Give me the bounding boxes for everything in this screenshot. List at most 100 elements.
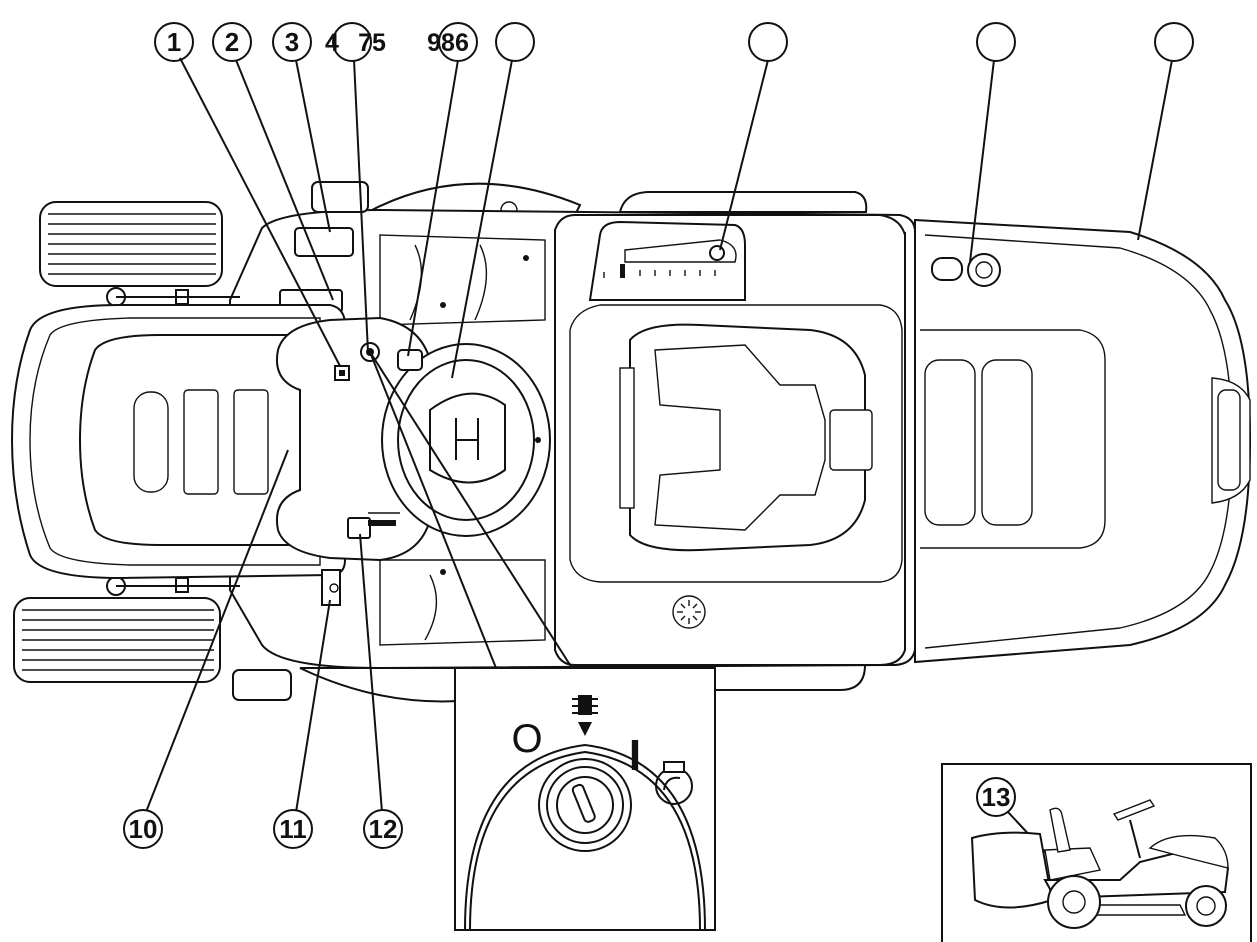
grille-slot — [1217, 389, 1241, 491]
side-view-inset-frame — [941, 763, 1252, 942]
side-seat-base — [1044, 847, 1102, 881]
leader-lines — [145, 57, 1173, 813]
cutting-height-ticks — [603, 264, 716, 278]
rear-fender-top — [618, 191, 868, 213]
callout-label-3: 3 — [285, 27, 299, 57]
ignition-inset-arc — [464, 743, 706, 931]
side-rear-hub — [1062, 890, 1086, 914]
collector-vent-2 — [183, 389, 219, 495]
callout-label-12: 12 — [369, 814, 398, 844]
leader-1 — [179, 57, 341, 367]
side-panel-upper-curve-b — [474, 244, 488, 321]
ray-7 — [692, 603, 698, 609]
choke-knob — [931, 257, 963, 281]
detail-pointer-right — [369, 351, 573, 669]
rear-wheel-bottom-tread — [22, 609, 214, 671]
callout-label-13: 13 — [982, 782, 1011, 812]
ray-8 — [680, 615, 686, 621]
side-panel-lower — [379, 559, 546, 646]
leader-10 — [145, 449, 289, 813]
throttle-lever — [347, 517, 371, 539]
collector-vent-3 — [233, 389, 269, 495]
side-collector — [970, 831, 1054, 909]
start-icon-arrow — [663, 776, 681, 791]
callout-label-10: 10 — [129, 814, 158, 844]
steering-hub — [429, 392, 506, 484]
cutting-height-slot — [624, 239, 737, 263]
side-panel-upper — [379, 234, 546, 326]
foot-vent-rays — [677, 600, 701, 624]
seat-panel — [276, 316, 431, 562]
callout-label-4: 4 — [325, 29, 339, 57]
callout-circle-4-bg — [332, 22, 372, 62]
gear-lever-knob — [329, 583, 339, 593]
screw-lower — [440, 569, 446, 575]
callout-label-1: 1 — [167, 27, 181, 57]
leader-empty-d — [1137, 59, 1173, 241]
callout-circle-empty-c — [976, 22, 1016, 62]
pedal-clip — [829, 409, 873, 471]
collector-vent-1 — [133, 391, 169, 493]
ignition-detail-inset: O I — [454, 667, 716, 931]
leader-empty-c — [969, 59, 995, 263]
ignition-headlight-icon — [572, 695, 598, 736]
callout-circle-12 — [363, 809, 403, 849]
leader-2 — [235, 59, 334, 301]
fuel-cap-inner — [975, 261, 993, 279]
rear-bump-bottom — [232, 669, 292, 701]
callout-circle-3 — [272, 22, 312, 62]
hood-vent-right — [981, 359, 1033, 526]
headlight-icon-arrow — [578, 722, 592, 736]
leader-empty-b — [719, 59, 769, 251]
leader-11 — [295, 599, 331, 813]
callout-circle-empty-b — [748, 22, 788, 62]
leader-12 — [359, 533, 383, 813]
callout-circle-11 — [273, 809, 313, 849]
ignition-off-mark: O — [511, 717, 542, 761]
screw-upper-right — [523, 255, 529, 261]
rear-wheel-top-tread — [48, 213, 216, 275]
callout-circle-empty-d — [1154, 22, 1194, 62]
callout-circle-1 — [154, 22, 194, 62]
leader-empty-a — [451, 59, 513, 379]
ignition-start-icon — [655, 761, 693, 805]
top-callouts: 1 2 3 4 75 986 — [154, 22, 1194, 62]
cutting-height-lever — [709, 245, 725, 261]
callout-circle-empty-a — [495, 22, 535, 62]
side-panel-lower-curve — [424, 574, 438, 641]
foot-platform-inner — [569, 304, 903, 583]
ignition-key-slot — [571, 783, 596, 823]
pedal-edge — [619, 367, 635, 509]
grass-collector-rim — [29, 317, 321, 566]
callout-label-2: 2 — [225, 27, 239, 57]
callout-label-75: 75 — [358, 29, 386, 57]
ray-5 — [680, 603, 686, 609]
leader-4 — [353, 59, 369, 353]
bottom-callouts: 10 11 12 — [123, 809, 403, 849]
steering-bolt — [535, 437, 541, 443]
callout-circle-10 — [123, 809, 163, 849]
callout-label-986: 986 — [427, 29, 469, 57]
grass-chute-upper — [294, 227, 354, 257]
callout-circle-2 — [212, 22, 252, 62]
side-steering-column — [1129, 819, 1141, 859]
side-view-inset: 13 — [941, 763, 1252, 942]
ignition-on-mark: I — [629, 731, 641, 780]
screw-upper-left — [440, 302, 446, 308]
cruise-switch-mark — [339, 370, 345, 376]
throttle-gauge — [368, 520, 396, 526]
ray-6 — [692, 615, 698, 621]
leader-986 — [407, 59, 459, 357]
side-seat-back — [1049, 807, 1071, 853]
side-hood — [1148, 834, 1229, 869]
side-steering-wheel — [1112, 799, 1156, 821]
pedal-emboss — [654, 344, 826, 531]
callout-label-11: 11 — [279, 814, 307, 844]
hood-vent-left — [924, 359, 976, 526]
detail-pointer-left — [369, 351, 497, 669]
side-front-hub — [1196, 896, 1216, 916]
brand-logo — [455, 418, 479, 460]
pto-knob — [397, 349, 423, 371]
leader-3 — [295, 59, 331, 233]
